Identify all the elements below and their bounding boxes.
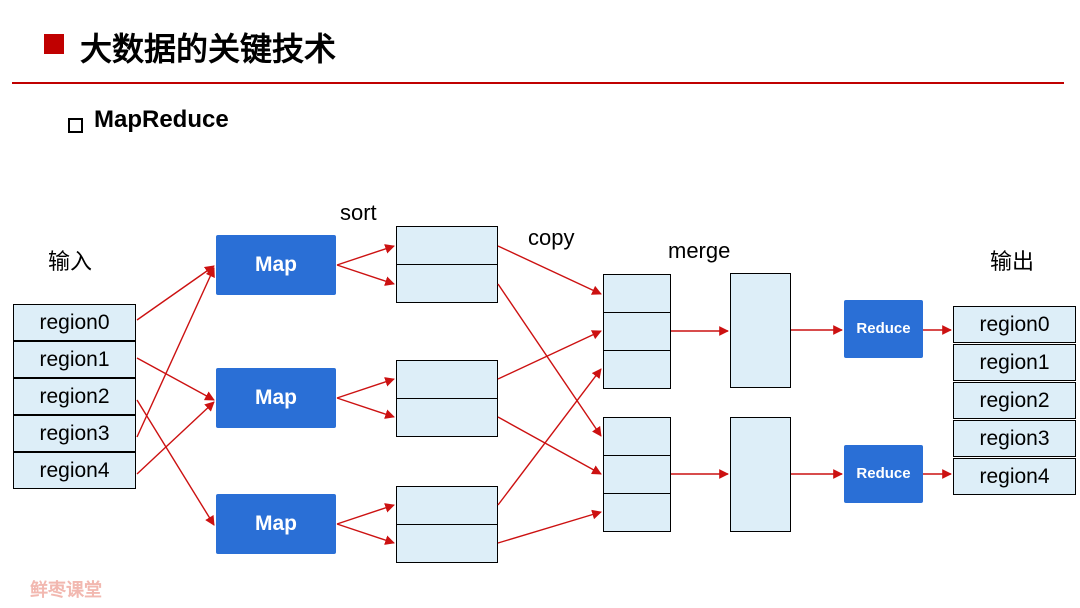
copy-partition-1b <box>603 312 671 351</box>
header-divider <box>12 82 1064 84</box>
arrow-region4-map2 <box>136 401 215 475</box>
page-title: 大数据的关键技术 <box>80 31 337 67</box>
sort-buffer-3a <box>396 486 498 525</box>
arrow-sort3a-copy1c <box>497 368 602 506</box>
map-box-1: Map <box>216 235 336 295</box>
arrow-map1-sort1b <box>336 264 395 286</box>
input-region-3: region3 <box>13 415 136 452</box>
arrow-region1-map2 <box>136 357 215 401</box>
arrow-map3-sort3a <box>336 503 395 525</box>
input-region-2: region2 <box>13 378 136 415</box>
sort-buffer-3b <box>396 524 498 563</box>
section-subtitle: MapReduce <box>94 106 229 133</box>
reduce-box-2: Reduce <box>844 445 923 503</box>
output-region-3: region3 <box>953 420 1076 457</box>
arrow-sort2b-copy2b <box>497 416 602 475</box>
map-box-3: Map <box>216 494 336 554</box>
merge-block-1 <box>730 273 791 388</box>
arrow-sort3b-copy2c <box>497 509 602 544</box>
output-region-0: region0 <box>953 306 1076 343</box>
output-region-2: region2 <box>953 382 1076 419</box>
copy-partition-2c <box>603 493 671 532</box>
watermark: 鲜枣课堂 <box>30 580 102 600</box>
sort-buffer-1b <box>396 264 498 303</box>
copy-partition-2a <box>603 417 671 456</box>
arrow-region3-map1 <box>136 267 215 438</box>
arrow-map2-sort2b <box>336 397 395 419</box>
arrow-region2-map3 <box>136 399 215 526</box>
merge-block-2 <box>730 417 791 532</box>
output-region-4: region4 <box>953 458 1076 495</box>
copy-label: copy <box>528 225 575 250</box>
map-box-2: Map <box>216 368 336 428</box>
arrow-region0-map1 <box>136 265 215 321</box>
arrow-sort2a-copy1b <box>497 330 602 380</box>
arrow-map3-sort3b <box>336 523 395 545</box>
sort-label: sort <box>340 200 377 225</box>
copy-partition-1c <box>603 350 671 389</box>
output-region-1: region1 <box>953 344 1076 381</box>
arrow-map2-sort2a <box>336 377 395 399</box>
output-label: 输出 <box>990 249 1035 274</box>
input-region-0: region0 <box>13 304 136 341</box>
input-region-1: region1 <box>13 341 136 378</box>
arrow-sort1a-copy1a <box>497 245 602 295</box>
title-bullet-icon <box>44 34 64 54</box>
input-region-4: region4 <box>13 452 136 489</box>
input-label: 输入 <box>48 249 93 274</box>
copy-partition-2b <box>603 455 671 494</box>
arrow-map1-sort1a <box>336 244 395 266</box>
arrow-sort1b-copy2a <box>497 283 602 437</box>
subtitle-bullet-icon <box>68 118 83 133</box>
sort-buffer-2a <box>396 360 498 399</box>
sort-buffer-2b <box>396 398 498 437</box>
merge-label: merge <box>668 238 731 263</box>
reduce-box-1: Reduce <box>844 300 923 358</box>
